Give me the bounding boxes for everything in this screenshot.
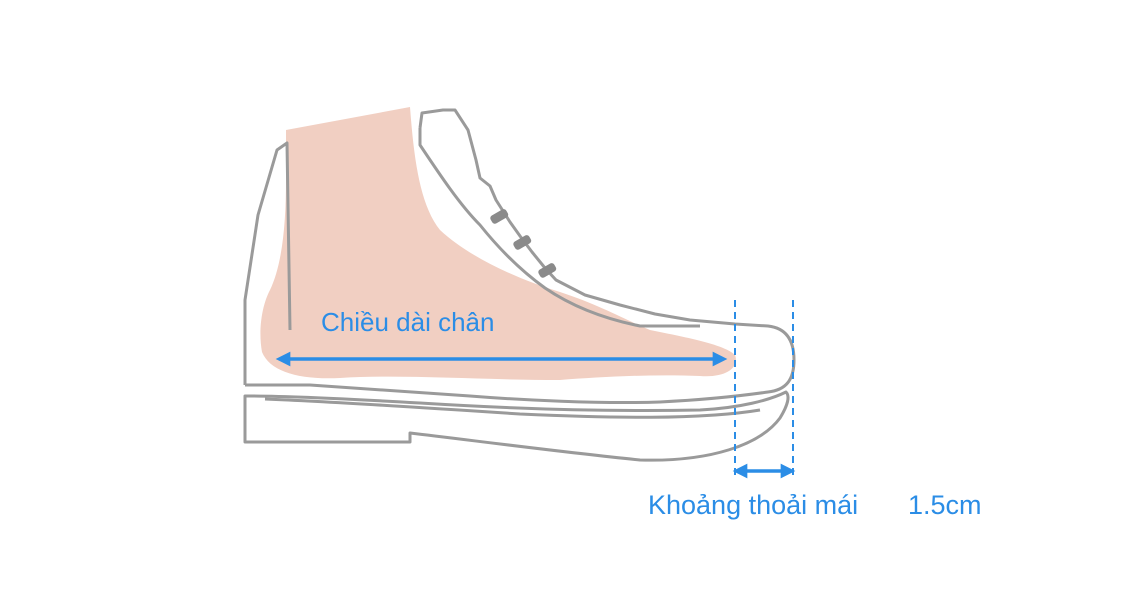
comfort-gap-value: 1.5cm [908, 490, 982, 520]
lace-loop [490, 209, 509, 224]
lace-loops [490, 209, 557, 278]
boot-upper-outline [243, 108, 796, 405]
comfort-gap-label: Khoảng thoải mái [648, 490, 858, 520]
sole-inner-line [264, 397, 761, 419]
lace-loop [513, 235, 532, 250]
foot-shape [260, 107, 736, 380]
boot-tongue-outline [418, 128, 700, 328]
lace-loop [538, 263, 557, 278]
boot-sole-outline [243, 390, 790, 462]
foot-length-label: Chiều dài chân [321, 307, 494, 337]
